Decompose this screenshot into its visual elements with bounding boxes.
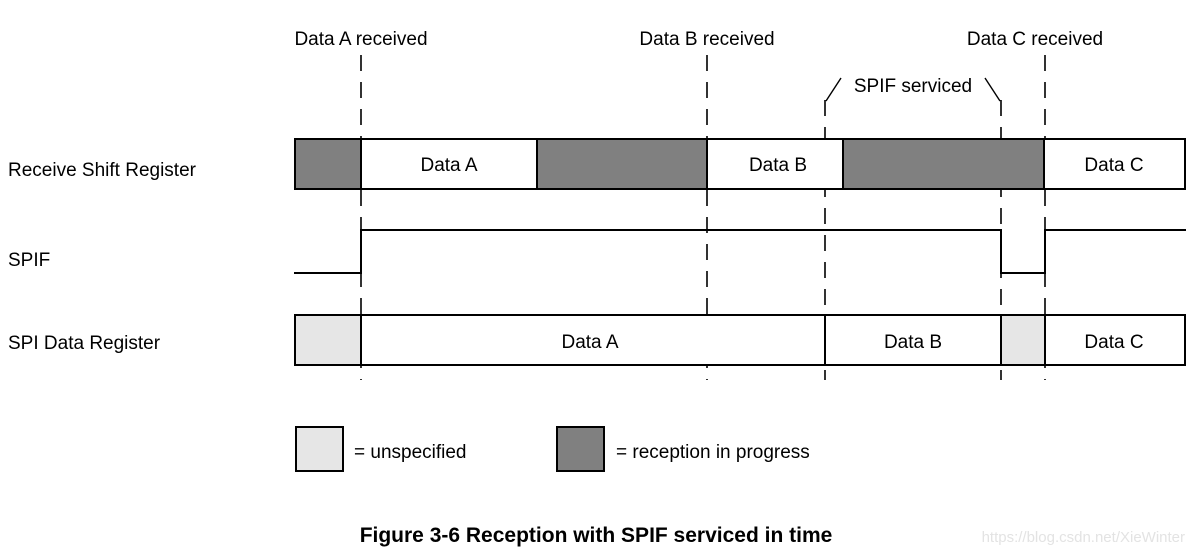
rsr-segment-data-b [706,138,844,190]
spif-serviced-leader-left [825,77,842,102]
legend-label-reception-in-progress: = reception in progress [616,442,810,463]
spif-waveform [294,229,1186,274]
row-label-receive-shift-register: Receive Shift Register [8,160,197,181]
rsr-segment-label-data-c: Data C [1084,155,1143,176]
watermark-text: https://blog.csdn.net/XieWinter [982,529,1185,546]
sdr-segment-label-data-c: Data C [1084,332,1143,353]
legend: = unspecified = reception in progress [295,426,810,472]
rsr-segment-reception-1 [294,138,362,190]
legend-swatch-reception-in-progress [556,426,605,472]
sdr-segment-label-data-b: Data B [884,332,942,353]
event-label-spif-serviced: SPIF serviced [854,76,972,97]
sdr-segment-label-data-a: Data A [561,332,618,353]
rsr-segment-reception-2 [536,138,708,190]
event-label-data-b-received: Data B received [639,29,774,50]
row-label-spi-data-register: SPI Data Register [8,333,161,354]
event-label-data-a-received: Data A received [294,29,427,50]
row-spi-data-register: SPI Data Register Data A Data B Data C [8,314,1186,366]
rsr-segment-data-c [1043,138,1186,190]
row-spif: SPIF [8,229,1186,274]
legend-label-unspecified: = unspecified [354,442,467,463]
event-label-data-c-received: Data C received [967,29,1103,50]
figure-caption: Figure 3-6 Reception with SPIF serviced … [360,524,833,547]
rsr-segment-label-data-b: Data B [749,155,807,176]
row-label-spif: SPIF [8,250,50,271]
legend-swatch-unspecified [295,426,344,472]
sdr-segment-data-c [1044,314,1186,366]
rsr-segment-label-data-a: Data A [420,155,477,176]
rsr-segment-data-a [360,138,538,190]
spif-serviced-leader-right [984,77,1001,102]
rsr-segment-reception-3 [842,138,1045,190]
row-receive-shift-register: Receive Shift Register Data A Data B Dat… [8,138,1186,190]
sdr-segment-unspecified-1 [294,314,362,366]
event-labels: Data A received Data B received Data C r… [294,29,1103,102]
sdr-segment-unspecified-2 [1000,314,1046,366]
